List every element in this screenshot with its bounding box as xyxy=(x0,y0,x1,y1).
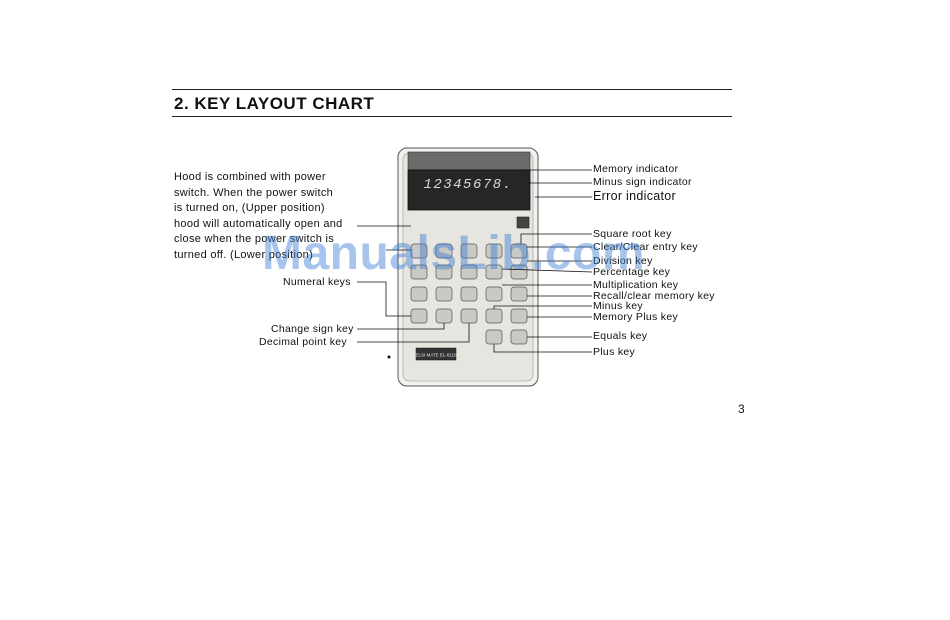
leader-change-sign-key xyxy=(357,323,445,330)
label-memory-plus-key: Memory Plus key xyxy=(593,311,679,323)
hood-line: close when the power switch is xyxy=(174,233,335,245)
corner-dot xyxy=(387,355,391,359)
key-plus xyxy=(485,329,503,345)
label-division-key: Division key xyxy=(593,255,653,267)
model-badge-text: ELSI MATE EL-8110 xyxy=(415,353,457,358)
key-clear xyxy=(485,243,503,259)
leader-numeral-keys xyxy=(357,281,411,317)
label-square-root-key: Square root key xyxy=(593,228,672,240)
key-3 xyxy=(460,286,478,302)
key-minus xyxy=(485,308,503,324)
key-division xyxy=(510,264,528,280)
key-equals xyxy=(510,329,528,345)
top-rule xyxy=(172,89,732,90)
key-decimal-point xyxy=(460,308,478,324)
leader-minus-key xyxy=(493,305,592,309)
power-switch xyxy=(516,216,530,229)
label-decimal-point-key: Decimal point key xyxy=(259,336,347,348)
leader-plus-key xyxy=(493,344,592,353)
key-percent xyxy=(485,264,503,280)
label-error-indicator: Error indicator xyxy=(593,189,676,203)
label-plus-key: Plus key xyxy=(593,346,636,358)
hood-panel xyxy=(407,151,531,171)
hood-line: turned off. (Lower position) xyxy=(174,248,314,261)
key-0 xyxy=(410,308,428,324)
leader-percentage-key xyxy=(501,268,593,273)
hood-line: Hood is combined with power xyxy=(174,171,326,183)
key-7 xyxy=(410,243,428,259)
display-window xyxy=(407,169,531,211)
key-6 xyxy=(460,264,478,280)
model-badge xyxy=(415,347,457,361)
key-recall-memory xyxy=(510,286,528,302)
page-number: 3 xyxy=(738,402,745,416)
key-9 xyxy=(460,243,478,259)
hood-line: switch. When the power switch xyxy=(174,186,334,199)
hood-description: Hood is combined with power switch. When… xyxy=(174,170,357,263)
heading-underline xyxy=(172,116,732,117)
label-equals-key: Equals key xyxy=(593,330,648,342)
section-heading: 2. KEY LAYOUT CHART xyxy=(174,94,375,113)
hood-line: hood will automatically open and xyxy=(174,217,343,230)
label-change-sign-key: Change sign key xyxy=(271,323,354,335)
key-square-root xyxy=(510,243,528,259)
key-5 xyxy=(435,264,453,280)
display-digits: 12345678. xyxy=(423,177,512,193)
key-1 xyxy=(410,286,428,302)
leader-decimal-point-key xyxy=(357,323,470,343)
key-multiplication xyxy=(485,286,503,302)
label-clear-key: Clear/Clear entry key xyxy=(593,241,698,253)
label-minus-key: Minus key xyxy=(593,300,643,312)
key-change-sign xyxy=(435,308,453,324)
key-2 xyxy=(435,286,453,302)
label-memory-indicator: Memory indicator xyxy=(593,163,679,175)
label-multiplication-key: Multiplication key xyxy=(593,279,679,291)
label-recall-memory-key: Recall/clear memory key xyxy=(593,290,715,302)
label-minus-sign-indicator: Minus sign indicator xyxy=(593,176,692,188)
key-memory-plus xyxy=(510,308,528,324)
leader-square-root-key xyxy=(520,233,592,244)
watermark: ManualsLib.com xyxy=(262,227,646,280)
label-numeral-keys: Numeral keys xyxy=(283,276,351,288)
label-percentage-key: Percentage key xyxy=(593,266,671,278)
key-4 xyxy=(410,264,428,280)
key-8 xyxy=(435,243,453,259)
hood-line: is turned on, (Upper position) xyxy=(174,202,325,214)
